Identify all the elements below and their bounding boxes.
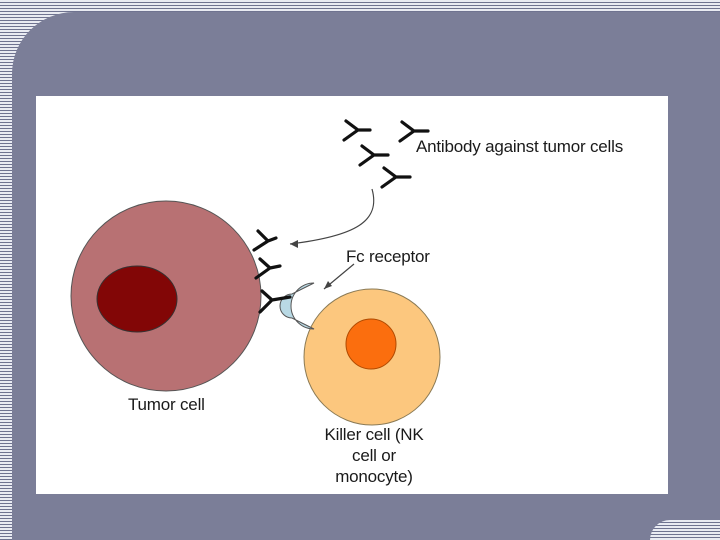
fc-receptor-label: Fc receptor [346,247,430,266]
antibody-icon [380,166,412,189]
slide-canvas: Antibody against tumor cells Fc receptor… [36,96,668,494]
frame-corner-decoration [650,520,720,540]
fc-receptor-shape [279,282,315,330]
antibody-arrow-head [290,240,298,248]
bound-antibody-icon [258,289,292,314]
tumor-cell-label: Tumor cell [128,395,205,414]
antibody-label: Antibody against tumor cells [416,137,624,156]
fc-receptor-arrow-head [324,281,332,289]
antibody-icon [342,119,372,142]
killer-cell-label: Killer cell (NK cell or monocyte) [304,424,444,487]
bound-antibody-icon [252,229,278,252]
bound-antibody-icon [254,257,282,280]
killer-cell-label-line: Killer cell (NK [324,425,424,444]
killer-cell-label-line: cell or [352,446,396,465]
diagram-svg [70,119,441,426]
antibody-icon [398,120,430,143]
antibody-icon [358,144,390,167]
antibody-arrow [289,188,375,245]
killer-cell-nucleus [345,318,397,370]
tumor-cell-nucleus [96,265,178,333]
killer-cell-label-line: monocyte) [335,467,413,486]
